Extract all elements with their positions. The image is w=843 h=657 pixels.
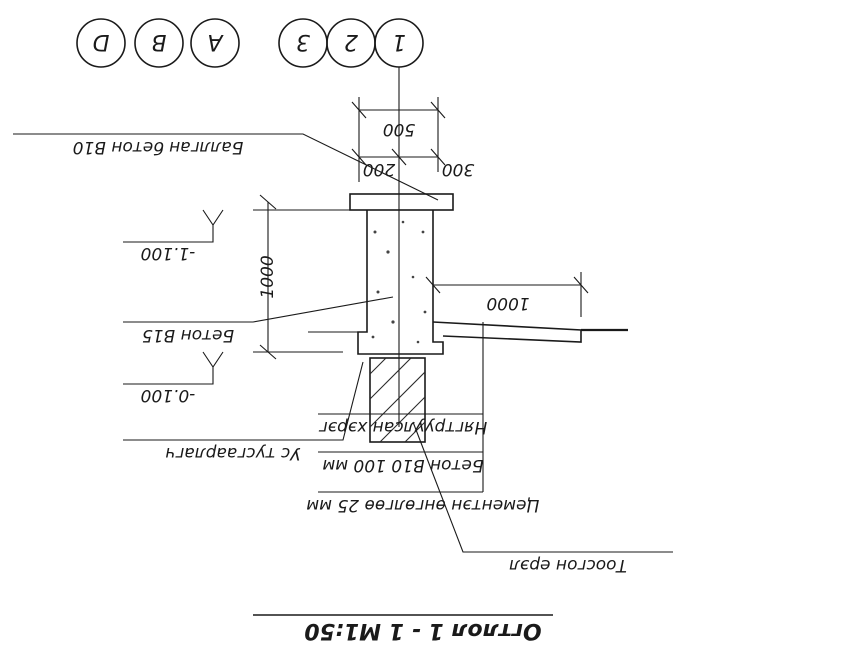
rotated-drawing: 1 2 3 A B D 500 200 300 bbox=[13, 18, 673, 643]
leader-waterproof bbox=[123, 361, 364, 441]
axis-bubble-d bbox=[76, 18, 126, 68]
drawing-title-block: Огтлол 1 - 1 М1:50 bbox=[253, 614, 553, 643]
level-lower-text: -0.100 bbox=[141, 385, 196, 405]
leader-brick bbox=[412, 421, 673, 553]
axis-bubble-a bbox=[190, 18, 240, 68]
level-marks: -0.100 -1.100 bbox=[123, 209, 224, 405]
slab-outline bbox=[432, 321, 582, 343]
foundation-wall bbox=[308, 210, 444, 355]
label-wall: Бетон В15 bbox=[142, 325, 234, 345]
wall-outline bbox=[357, 210, 444, 355]
dim-tick bbox=[573, 276, 589, 294]
dim-200-text: 200 bbox=[363, 159, 395, 179]
axis-label-a: A bbox=[207, 29, 224, 54]
label-brick: Тоосгон ерэл bbox=[509, 555, 627, 575]
label-waterproof: Ус тусгаарлагч bbox=[165, 443, 300, 463]
leader-plinth bbox=[13, 133, 439, 201]
cap-plate bbox=[349, 193, 454, 211]
top-dimensions: 500 200 300 bbox=[351, 97, 474, 182]
annotations: Баллган бетон В10 Бетон В15 Ус тусгаарла… bbox=[13, 133, 673, 575]
drawing-title: Огтлол 1 - 1 М1:50 bbox=[304, 618, 541, 643]
dim-tick bbox=[425, 276, 441, 294]
axis-bubble-b bbox=[134, 18, 184, 68]
label-plinth: Баллган бетон В10 bbox=[73, 137, 244, 157]
leader-wall bbox=[123, 296, 394, 323]
level-mark-lower bbox=[123, 351, 224, 385]
axis-label-d: D bbox=[93, 29, 110, 54]
dim-300-text: 300 bbox=[442, 159, 474, 179]
axis-bubble-3 bbox=[278, 18, 328, 68]
axis-label-b: B bbox=[151, 29, 166, 54]
floor-slab: 1000 bbox=[425, 272, 628, 343]
height-dimension: 1000 bbox=[253, 194, 353, 360]
label-layer-2: Бетон В10 100 мм bbox=[322, 455, 483, 475]
label-layer-1: Нягтруулсан хэрэг bbox=[319, 417, 487, 437]
level-upper-text: -1.100 bbox=[141, 243, 196, 263]
axis-label-2: 2 bbox=[344, 29, 358, 54]
dim-tick bbox=[259, 194, 277, 210]
axis-label-1: 1 bbox=[392, 29, 406, 54]
dim-tick bbox=[391, 148, 407, 166]
level-mark-upper bbox=[123, 209, 224, 243]
axis-label-3: 3 bbox=[296, 29, 310, 54]
label-layer-3: Цементэн өнгөлгөө 25 мм bbox=[306, 495, 540, 515]
brick-wall bbox=[369, 357, 426, 443]
dim-1000-ledge-text: 1000 bbox=[486, 293, 529, 313]
dim-500-text: 500 bbox=[383, 119, 415, 139]
grid-axis-bubbles: 1 2 3 A B D bbox=[76, 18, 424, 68]
dim-1000-height-text: 1000 bbox=[258, 255, 278, 298]
brick-outline bbox=[369, 357, 426, 443]
